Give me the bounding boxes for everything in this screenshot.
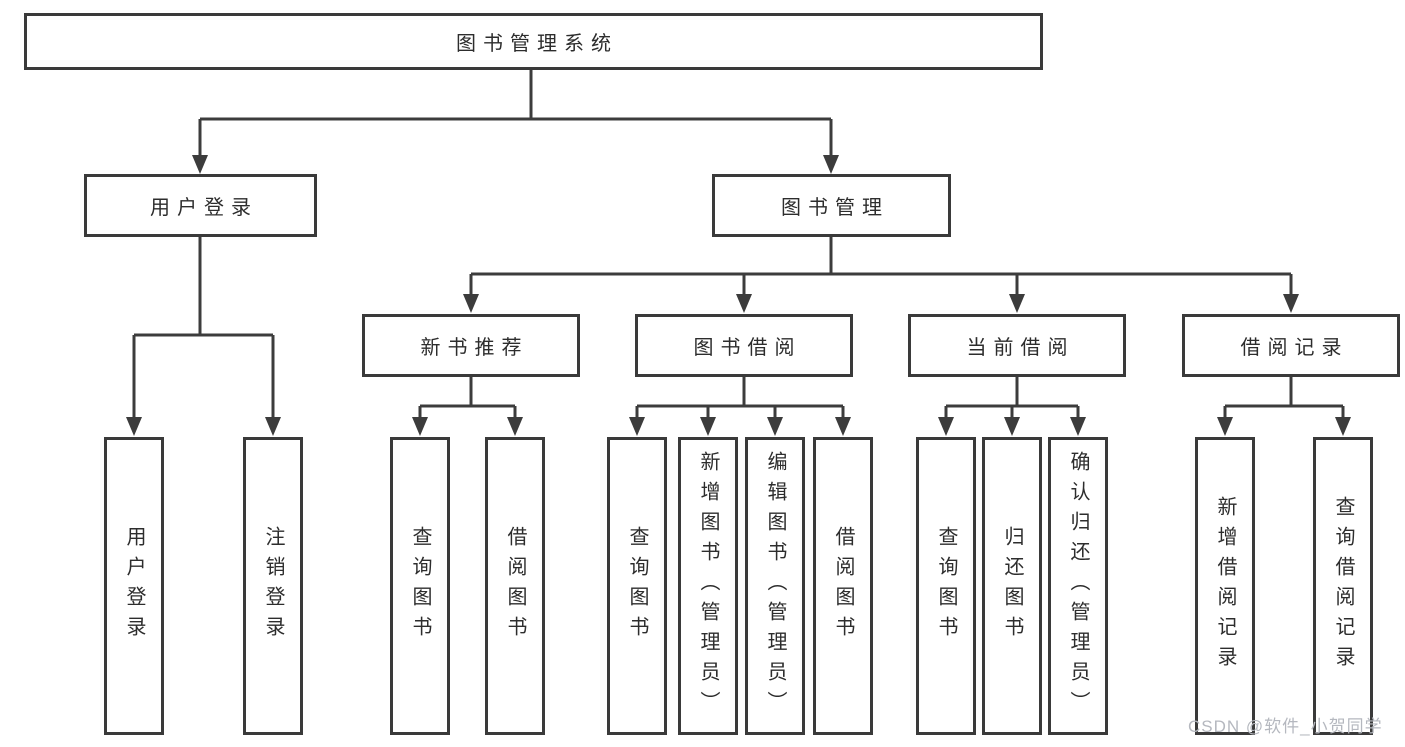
connector-records-children	[1223, 376, 1345, 420]
leaf-borrow-edit: 编辑图书（管理员）	[745, 437, 805, 735]
connector-current-children	[944, 376, 1080, 420]
leaf-current-query: 查询图书	[916, 437, 976, 735]
leaf-records-query-label: 查询借阅记录	[1332, 496, 1354, 676]
leaf-current-confirm: 确认归还（管理员）	[1048, 437, 1108, 735]
node-current-borrow: 当前借阅	[908, 314, 1126, 377]
leaf-borrow-add-label: 新增图书（管理员）	[697, 451, 719, 721]
node-root-label: 图书管理系统	[456, 33, 618, 55]
leaf-newbook-borrow: 借阅图书	[485, 437, 545, 735]
node-book-management: 图书管理	[712, 174, 951, 237]
connector-newbook-children	[418, 376, 517, 420]
csdn-watermark: CSDN @软件_小贺同学	[1188, 717, 1383, 736]
leaf-records-add-label: 新增借阅记录	[1214, 496, 1236, 676]
connector-management-to-level3	[469, 236, 1293, 297]
node-user-login-label: 用户登录	[150, 197, 258, 219]
node-root: 图书管理系统	[24, 13, 1043, 70]
node-new-book-recommend: 新书推荐	[362, 314, 580, 377]
leaf-borrow-query-label: 查询图书	[626, 526, 648, 646]
node-user-login: 用户登录	[84, 174, 317, 237]
leaf-borrow-add: 新增图书（管理员）	[678, 437, 738, 735]
node-book-borrow: 图书借阅	[635, 314, 853, 377]
leaf-records-add: 新增借阅记录	[1195, 437, 1255, 735]
connector-root-to-level2	[198, 67, 833, 158]
leaf-newbook-query-label: 查询图书	[409, 526, 431, 646]
connector-login-children	[132, 236, 275, 420]
node-current-borrow-label: 当前借阅	[966, 337, 1075, 359]
leaf-newbook-query: 查询图书	[390, 437, 450, 735]
leaf-borrow-borrow: 借阅图书	[813, 437, 873, 735]
node-borrow-records: 借阅记录	[1182, 314, 1400, 377]
leaf-user-login: 用户登录	[104, 437, 164, 735]
leaf-current-return: 归还图书	[982, 437, 1042, 735]
leaf-records-query: 查询借阅记录	[1313, 437, 1373, 735]
node-borrow-records-label: 借阅记录	[1240, 337, 1349, 359]
leaf-logout: 注销登录	[243, 437, 303, 735]
leaf-user-login-label: 用户登录	[123, 526, 145, 646]
leaf-borrow-query: 查询图书	[607, 437, 667, 735]
leaf-borrow-borrow-label: 借阅图书	[832, 526, 854, 646]
arrowheads	[126, 155, 1351, 436]
leaf-newbook-borrow-label: 借阅图书	[504, 526, 526, 646]
leaf-current-query-label: 查询图书	[935, 526, 957, 646]
leaf-current-return-label: 归还图书	[1001, 526, 1023, 646]
leaf-current-confirm-label: 确认归还（管理员）	[1067, 451, 1089, 721]
leaf-logout-label: 注销登录	[262, 526, 284, 646]
node-book-management-label: 图书管理	[781, 197, 889, 219]
node-book-borrow-label: 图书借阅	[693, 337, 802, 359]
leaf-borrow-edit-label: 编辑图书（管理员）	[764, 451, 786, 721]
connector-borrow-children	[635, 376, 845, 420]
node-new-book-label: 新书推荐	[420, 337, 529, 359]
